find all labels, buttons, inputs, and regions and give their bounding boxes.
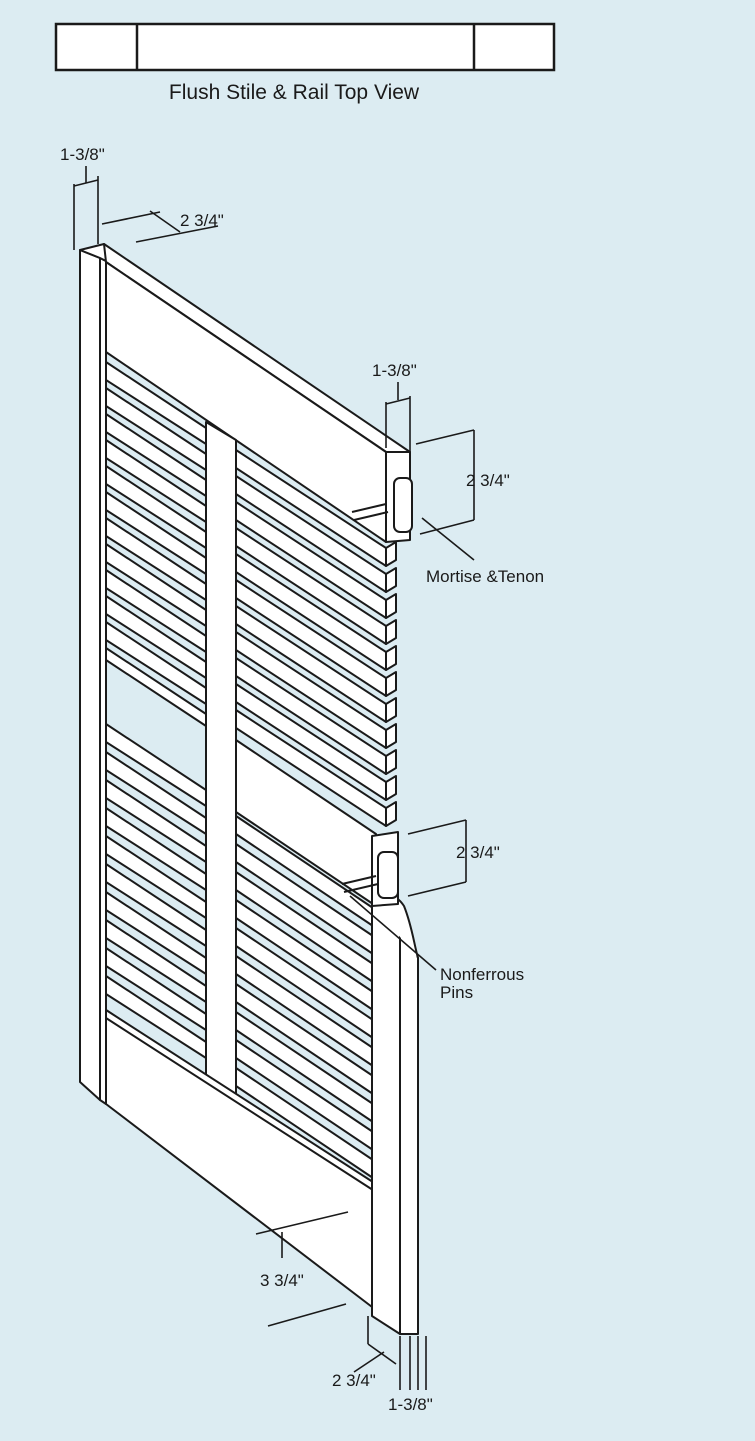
mid-rail-left [105,647,207,727]
label-top-stile-thickness: 1-3/8" [60,145,105,164]
label-pins-line1: Nonferrous [440,965,524,984]
right-stile-side [399,903,419,1335]
label-pins-line2: Pins [440,983,473,1002]
shutter [79,243,419,1335]
dimension-labels: 1-3/8" 2 3/4" 1-3/8" 2 3/4" Mortise &Ten… [60,145,544,1414]
louver-tips-right [385,541,397,827]
top-view-outline [54,22,556,72]
louvers-lower-left [105,723,207,1059]
dimension-lines [73,166,475,1390]
label-mid-rail-width: 2 3/4" [456,843,500,862]
center-mullion [205,421,237,1117]
label-bottom-stile-width: 2 3/4" [332,1371,376,1390]
left-stile-edge [79,249,101,1101]
right-stile-face [371,903,401,1335]
label-bottom-rail-width: 3 3/4" [260,1271,304,1290]
top-tenon [393,477,413,533]
label-top-rail-width: 2 3/4" [466,471,510,490]
label-top-stile-width: 2 3/4" [180,211,224,230]
label-bottom-stile-thickness: 1-3/8" [388,1395,433,1414]
louvers-lower-right [235,815,377,1181]
top-view-section [54,22,556,72]
label-mortise-tenon: Mortise &Tenon [426,567,544,586]
pins [341,503,389,893]
mid-tenon [377,851,399,899]
label-top-rail-thickness: 1-3/8" [372,361,417,380]
top-view-caption: Flush Stile & Rail Top View [169,81,420,104]
louvers-upper-left [105,361,207,705]
